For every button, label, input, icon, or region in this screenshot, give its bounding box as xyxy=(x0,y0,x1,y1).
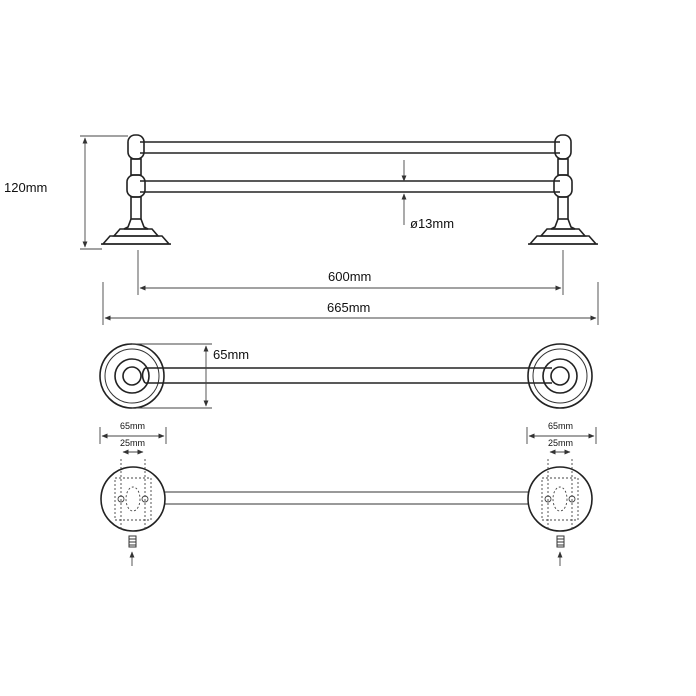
right-screw-spacing-label: 25mm xyxy=(548,438,573,448)
right-base-width-label: 65mm xyxy=(548,421,573,431)
top-view xyxy=(99,343,593,409)
left-post xyxy=(101,134,171,245)
right-base xyxy=(526,427,597,566)
left-base-width-label: 65mm xyxy=(120,421,145,431)
depth-label: 65mm xyxy=(213,347,249,362)
left-screw-spacing-label: 25mm xyxy=(120,438,145,448)
total-length-label: 665mm xyxy=(327,300,370,315)
mounting-view xyxy=(99,427,597,566)
rod-diameter-label: ø13mm xyxy=(410,216,454,231)
front-view xyxy=(80,134,599,325)
inner-length-label: 600mm xyxy=(328,269,371,284)
left-base xyxy=(99,427,167,566)
height-label: 120mm xyxy=(4,180,47,195)
right-post xyxy=(528,134,598,245)
